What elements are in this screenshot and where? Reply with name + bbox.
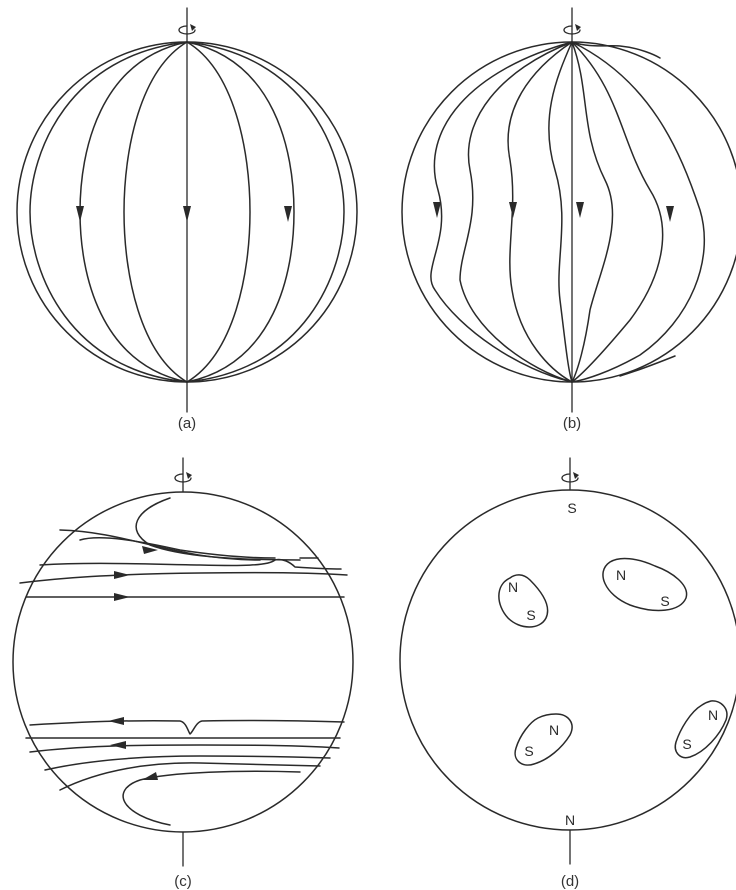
svg-text:N: N [549,722,559,738]
pole-label-bottom: N [565,812,575,828]
svg-text:N: N [708,707,718,723]
pole-label-top: S [567,500,576,516]
svg-text:S: S [524,743,533,759]
arrowhead [142,772,158,780]
arrowhead [433,202,441,218]
panel-d: S N N S N S N S N S (d) [400,458,736,890]
svg-text:S: S [682,736,691,752]
arrowhead [183,206,191,222]
sunspot-pair: N S [499,575,548,627]
arrowhead [114,593,130,601]
arrowhead [284,206,292,222]
arrowhead [114,571,130,579]
panel-label: (b) [563,415,581,432]
panel-label: (c) [174,873,192,890]
sphere-outline [402,42,736,382]
arrowhead [110,741,126,749]
toroidal-field-lines-south [26,721,344,825]
sphere-outline [400,490,736,830]
sunspot-pair: N S [675,701,727,758]
panel-a: (a) [17,8,357,432]
twisted-field-lines [431,42,704,382]
sunspot-pair: N S [603,559,687,611]
panel-label: (a) [178,415,196,432]
arrowhead [666,206,674,222]
toroidal-field-lines-north [20,498,347,597]
svg-text:N: N [616,567,626,583]
panel-b: (b) [402,8,736,432]
arrowhead [576,202,584,218]
panel-label: (d) [561,873,579,890]
svg-text:S: S [660,593,669,609]
arrowhead [108,717,124,725]
svg-text:S: S [526,607,535,623]
svg-text:N: N [508,579,518,595]
panel-c: (c) [13,458,353,890]
arrowhead [509,202,517,218]
arrowhead [76,206,84,222]
sunspot-pair: N S [515,714,572,765]
sphere-outline [13,492,353,832]
